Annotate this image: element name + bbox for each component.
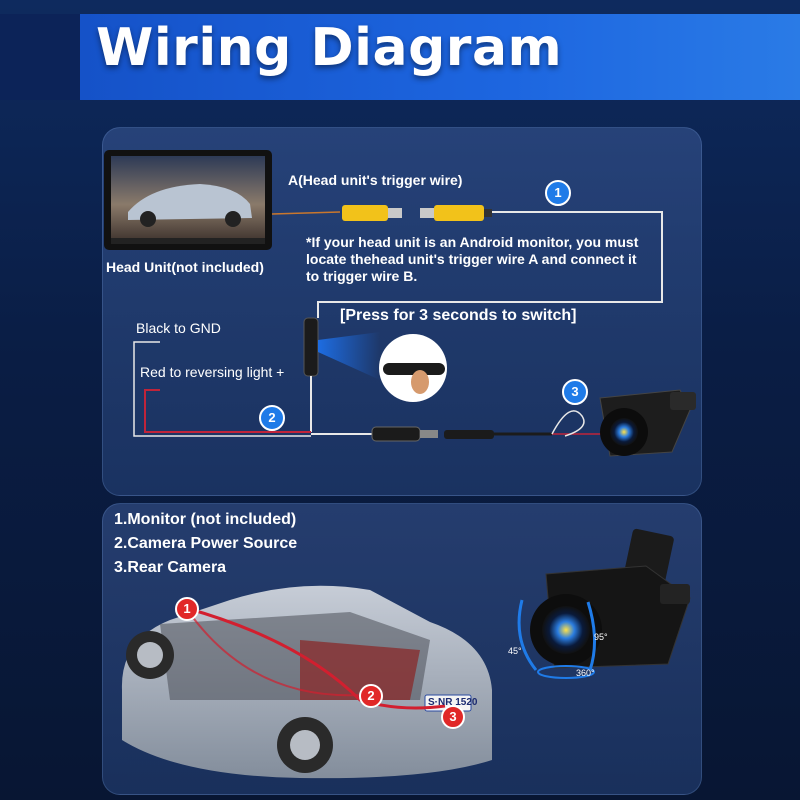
legend-item-monitor: 1.Monitor (not included): [114, 511, 297, 528]
trigger-wire-label: A(Head unit's trigger wire): [288, 172, 463, 188]
badge-1: 1: [545, 180, 571, 206]
extension-cable: [311, 410, 602, 442]
rca-connectors: [342, 205, 492, 221]
switch-hint: [Press for 3 seconds to switch]: [340, 307, 577, 324]
legend-item-camera: 3.Rear Camera: [114, 559, 227, 576]
marker-1: 1: [175, 597, 199, 621]
rear-camera-top: [599, 389, 696, 457]
legend-item-power: 2.Camera Power Source: [114, 535, 298, 552]
black-wire-label: Black to GND: [136, 320, 221, 336]
title-band-left: [0, 14, 90, 100]
title-band: [80, 14, 800, 100]
trigger-wire: [271, 211, 663, 318]
badge-2: 2: [259, 405, 285, 431]
angle-left-label: 45°: [508, 646, 522, 656]
marker-2: 2: [359, 684, 383, 708]
rotation-label: 360°: [576, 668, 595, 678]
angle-right-label: 95°: [594, 632, 608, 642]
switch-module: [303, 317, 380, 432]
red-wire-label: Red to reversing light +: [140, 364, 285, 380]
power-wires: [133, 341, 311, 437]
badge-3: 3: [562, 379, 588, 405]
android-note: *If your head unit is an Android monitor…: [306, 234, 639, 284]
head-unit-label: Head Unit(not included): [106, 259, 264, 275]
head-unit-monitor: [104, 150, 272, 250]
car-cutaway: [121, 585, 492, 779]
marker-3: 3: [441, 705, 465, 729]
press-button-callout: [379, 334, 447, 402]
license-plate: S·NR 1520: [428, 697, 478, 708]
component-legend: 1.Monitor (not included) 2.Camera Power …: [114, 508, 297, 580]
page-title: Wiring Diagram: [96, 18, 563, 78]
rear-camera-detail: [517, 528, 691, 679]
